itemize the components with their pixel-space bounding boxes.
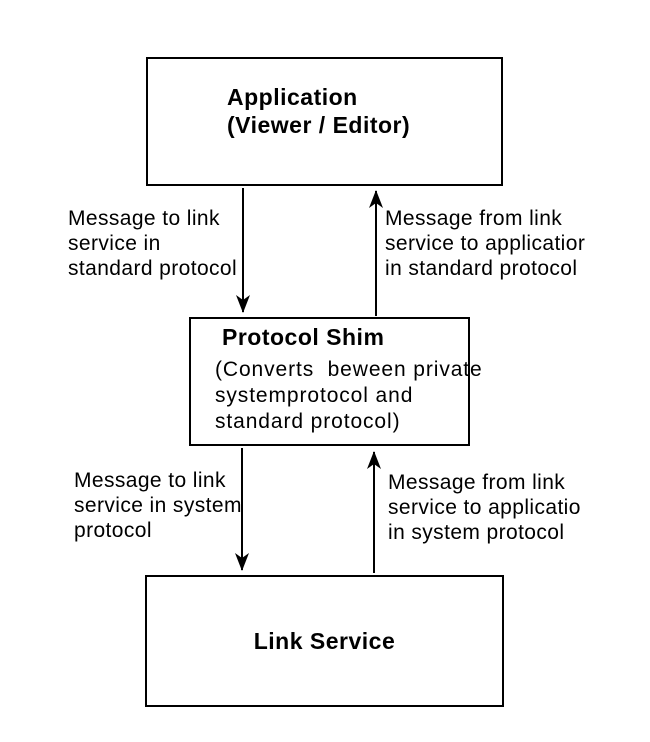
label-message-from-link-system: Message from link service to applicatio … (388, 471, 581, 544)
application-box: Application (Viewer / Editor) (146, 57, 503, 186)
protocol-shim-title: Protocol Shim (222, 324, 385, 350)
link-service-title: Link Service (253, 628, 396, 654)
label-message-to-link-system: Message to link service in system protoc… (74, 469, 242, 542)
protocol-shim-box: Protocol Shim (Converts beween private s… (189, 317, 482, 446)
label-message-from-link-standard: Message from link service to applicatior… (385, 207, 586, 280)
protocol-shim-description: (Converts beween private systemprotocol … (215, 358, 483, 433)
label-message-to-link-standard: Message to link service in standard prot… (68, 207, 238, 280)
link-service-box: Link Service (145, 575, 504, 707)
application-title: Application (Viewer / Editor) (227, 84, 411, 138)
